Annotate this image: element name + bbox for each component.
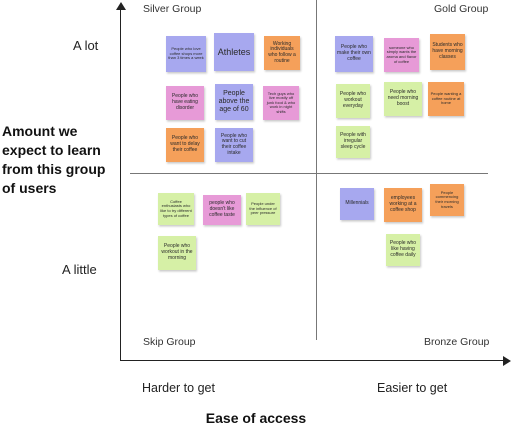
sticky-note: people who doesn't like coffee taste (203, 195, 241, 225)
y-axis-arrow (116, 2, 126, 10)
sticky-note: People who want to cut their coffee inta… (215, 128, 253, 162)
sticky-note: People above the age of 60 (215, 84, 253, 120)
y-axis-top-label: A lot (73, 38, 99, 53)
sticky-note: Athletes (214, 33, 254, 71)
sticky-note: People who make their own coffee (335, 36, 373, 72)
sticky-note: People who workout everyday (336, 84, 370, 118)
sticky-note: People who want to delay their coffee (166, 128, 204, 162)
sticky-note: People who need morning boost (384, 82, 422, 116)
sticky-note: Coffee enthusiasts who like to try diffe… (158, 193, 194, 225)
sticky-note: People under the influence of peer press… (246, 193, 280, 225)
x-axis-line (120, 360, 505, 361)
sticky-note: Working individuals who follow a routine (264, 36, 300, 70)
sticky-note: People wanting a coffee routine at home (428, 82, 464, 116)
x-axis-arrow (503, 356, 511, 366)
x-axis-title: Ease of access (205, 410, 307, 426)
sticky-note: People commencing their morning travels (430, 184, 464, 216)
x-axis-right-label: Easier to get (377, 381, 448, 395)
sticky-note: People who like having coffee daily (386, 234, 420, 266)
quadrant-label-gold: Gold Group (434, 3, 489, 15)
sticky-note: People who have eating disorder (166, 86, 204, 120)
quadrant-label-skip: Skip Group (143, 336, 196, 348)
sticky-note: People who workout in the morning (158, 236, 196, 270)
horizontal-divider (130, 173, 488, 174)
y-axis-line (120, 8, 121, 360)
sticky-note: Millennials (340, 188, 374, 220)
sticky-note: Students who have morning classes (430, 34, 465, 70)
sticky-note: People who love coffee shops more than 3… (166, 36, 206, 72)
y-axis-bottom-label: A little (62, 262, 97, 277)
sticky-note: someone who simply wants the aroma and f… (384, 38, 419, 72)
quadrant-label-silver: Silver Group (143, 3, 202, 15)
sticky-note: employees working at a coffee shop (384, 188, 422, 222)
quadrant-label-bronze: Bronze Group (424, 336, 490, 348)
sticky-note: Tech guys who live mostly off junk food … (263, 86, 299, 120)
vertical-divider (316, 0, 317, 340)
sticky-note: People with irregular sleep cycle (336, 126, 370, 158)
x-axis-left-label: Harder to get (142, 381, 215, 395)
y-axis-title: Amount we expect to learn from this grou… (2, 123, 106, 196)
